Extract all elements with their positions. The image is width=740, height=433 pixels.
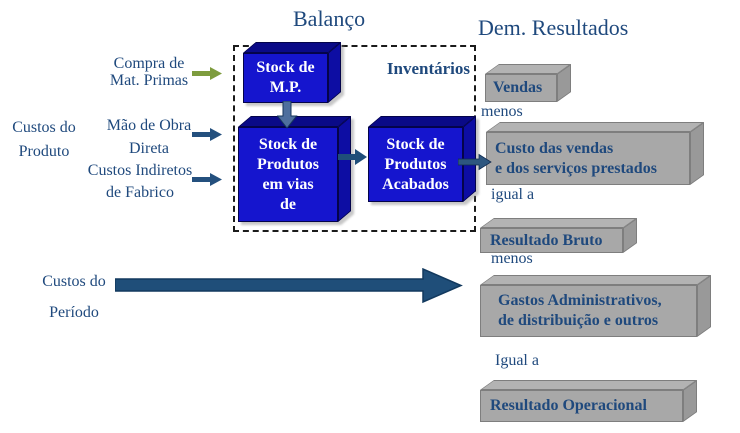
label-line: Período (49, 304, 99, 321)
operator-igual-1: igual a (491, 186, 535, 203)
label-line: de Fabrico (106, 184, 174, 201)
box-text-line: Stock de (258, 135, 318, 153)
label-line: Custos do (42, 273, 106, 290)
box-front-face: Stock de Produtos Acabados (368, 127, 463, 202)
box-text-line: Produtos (384, 155, 447, 173)
box-front-face: Gastos Administrativos, de distribuição … (480, 285, 697, 337)
box-text-line: Vendas (493, 79, 543, 96)
flow-arrow-right-icon (338, 149, 367, 165)
steel-arrow-down-icon (277, 101, 298, 129)
box-front-face: Vendas (485, 74, 557, 102)
navy-arrow-right-icon (192, 173, 222, 186)
box-text-line: Resultado Bruto (490, 231, 603, 249)
box-top-face (480, 218, 638, 228)
box-front-face: Resultado Operacional (480, 390, 683, 422)
label-line: Mat. Primas (109, 72, 189, 89)
balance-sheet-title: Balanço (293, 6, 366, 31)
inventory-label: Inventários (386, 59, 470, 78)
box-text-line: Gastos Administrativos, (498, 292, 662, 309)
label-line: Custos Indiretos (87, 162, 193, 179)
box-top-face (480, 275, 712, 285)
box-top-face (368, 116, 477, 127)
box-front-face: Resultado Bruto (480, 228, 623, 253)
flow-arrow-right-icon (458, 153, 492, 171)
box-text-line: em vias (262, 175, 314, 193)
label-custos-periodo: Custos do Período (28, 266, 120, 328)
box-text-line: Produtos (257, 155, 319, 173)
box-side-face (697, 275, 711, 337)
label-line: Mão de Obra (106, 117, 192, 134)
label-custos-produto: Custos do Produto (0, 116, 88, 164)
operator-menos-2: menos (491, 250, 533, 267)
box-top-face (243, 42, 342, 53)
green-arrow-right-icon (192, 67, 222, 80)
label-compra-mat-primas: Compra de Mat. Primas (97, 55, 201, 89)
income-statement-title: Dem. Resultados (478, 15, 629, 40)
label-line: Compra de (113, 55, 185, 72)
box-front-face: Stock de Produtos em vias de (238, 127, 338, 222)
box-top-face (480, 380, 698, 390)
box-text-line: de (280, 195, 296, 213)
box-side-face (338, 116, 351, 222)
box-front-face: Custo das vendas e dos serviços prestado… (486, 132, 690, 185)
period-costs-arrow-icon (115, 268, 463, 304)
box-text-line: Resultado Operacional (490, 397, 647, 414)
box-front-face: Stock de M.P. (243, 53, 328, 103)
box-text-line: Custo das vendas (495, 139, 614, 157)
label-line: Direta (129, 140, 169, 157)
navy-arrow-right-icon (192, 128, 222, 141)
label-custos-indiretos: Custos Indiretos de Fabrico (80, 160, 200, 204)
box-text-line: e dos serviços prestados (495, 159, 657, 177)
box-text-line: Acabados (382, 175, 449, 193)
box-text-line: Stock de (386, 135, 445, 153)
label-line: Produto (18, 143, 70, 160)
box-text-line: M.P. (269, 79, 302, 96)
label-mao-de-obra: Mão de Obra Direta (97, 114, 201, 160)
box-side-face (690, 122, 704, 185)
box-top-face (486, 122, 705, 132)
label-line: Custos do (12, 119, 76, 136)
box-text-line: de distribuição e outros (498, 312, 659, 329)
operator-menos-1: menos (481, 103, 523, 120)
operator-igual-2: Igual a (495, 352, 539, 369)
box-text-line: Stock de (256, 59, 315, 76)
